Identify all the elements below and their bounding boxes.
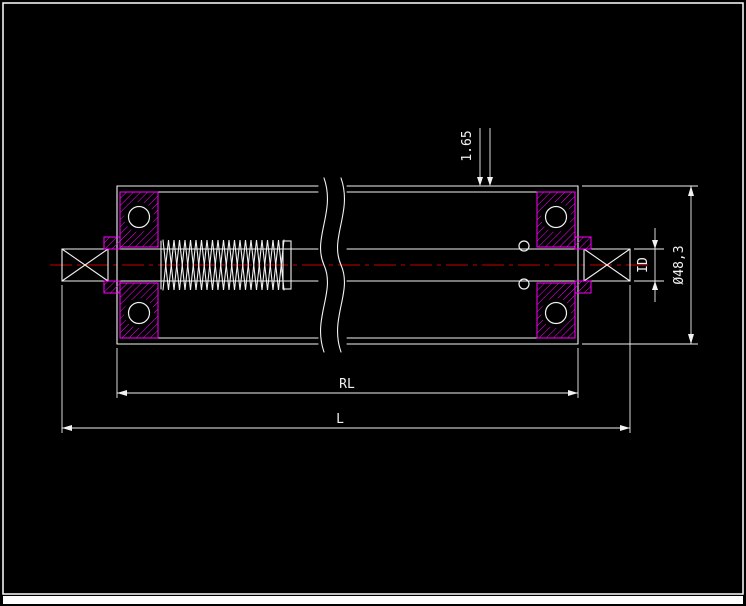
bearing-ball <box>127 205 151 229</box>
shaft-end-left <box>61 248 109 282</box>
dim-inner-diameter: ID <box>634 228 664 302</box>
shaft-end-right <box>583 248 631 282</box>
seal-ring <box>518 240 530 252</box>
dim-outer-diameter: Ø48,3 <box>582 185 698 345</box>
seal-ring <box>518 278 530 290</box>
break-lines <box>320 177 345 353</box>
dim-wall-thickness: 1.65 <box>460 128 493 186</box>
inner-diameter-label: ID <box>636 257 651 273</box>
roller-tube <box>116 185 579 345</box>
wall-thickness-label: 1.65 <box>460 130 475 161</box>
total-length-label: L <box>336 412 344 427</box>
bearing-ball <box>127 301 151 325</box>
outer-diameter-label: Ø48,3 <box>672 245 687 284</box>
right-bearing-assembly <box>518 191 592 339</box>
left-bearing-assembly <box>103 191 162 339</box>
spring <box>162 239 292 291</box>
bearing-ball <box>544 205 568 229</box>
dim-total-length: L <box>61 285 631 433</box>
roller-length-label: RL <box>339 377 355 392</box>
spring-washer <box>282 240 292 290</box>
dim-roller-length: RL <box>116 348 579 398</box>
bearing-ball <box>544 301 568 325</box>
